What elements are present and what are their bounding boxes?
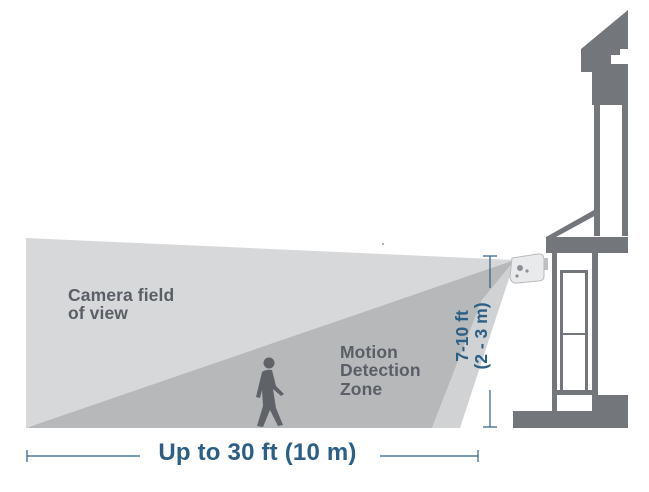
field-of-view-label-line-1: Camera field: [68, 285, 175, 305]
window-side-left: [560, 270, 563, 392]
window-sill: [556, 390, 592, 395]
mount-height-label-line-1: 7-10 ft: [451, 310, 472, 362]
motion-zone-label-line-2: Detection: [340, 360, 421, 381]
mount-height-label-line-2: (2 - 3 m): [471, 302, 491, 370]
motion-zone-label-line-1: Motion: [340, 342, 398, 362]
near-wall-sliver: [432, 260, 515, 428]
window-side-right: [585, 270, 588, 392]
field-of-view-label: Camera field of view: [68, 286, 174, 323]
window-divider: [560, 333, 588, 335]
house-post-left: [552, 253, 557, 411]
security-camera-icon: [509, 253, 548, 284]
porch-roof: [546, 210, 628, 253]
house-foundation: [513, 411, 628, 428]
house-wall-right: [622, 104, 628, 236]
speck: [382, 243, 384, 245]
window-frame: [560, 270, 588, 273]
house-wall-edge: [594, 104, 600, 236]
field-of-view-area: [26, 238, 515, 428]
house-post-right: [592, 253, 598, 411]
house-ground-block: [592, 395, 628, 411]
height-dimension-line: [483, 255, 497, 428]
person-walking-icon: [256, 357, 284, 427]
house-upper-block: [592, 64, 628, 105]
house-roof: [581, 10, 628, 72]
motion-zone-label-line-3: Zone: [340, 378, 383, 399]
house: [513, 10, 628, 428]
field-of-view-label-line-2: of view: [68, 303, 129, 324]
mount-height-label: 7-10 ft (2 - 3 m): [451, 302, 492, 370]
range-dimension-line: [26, 450, 479, 462]
motion-detection-area: [26, 260, 515, 428]
motion-zone-label: Motion Detection Zone: [340, 342, 421, 399]
range-label: Up to 30 ft (10 m): [158, 439, 357, 466]
